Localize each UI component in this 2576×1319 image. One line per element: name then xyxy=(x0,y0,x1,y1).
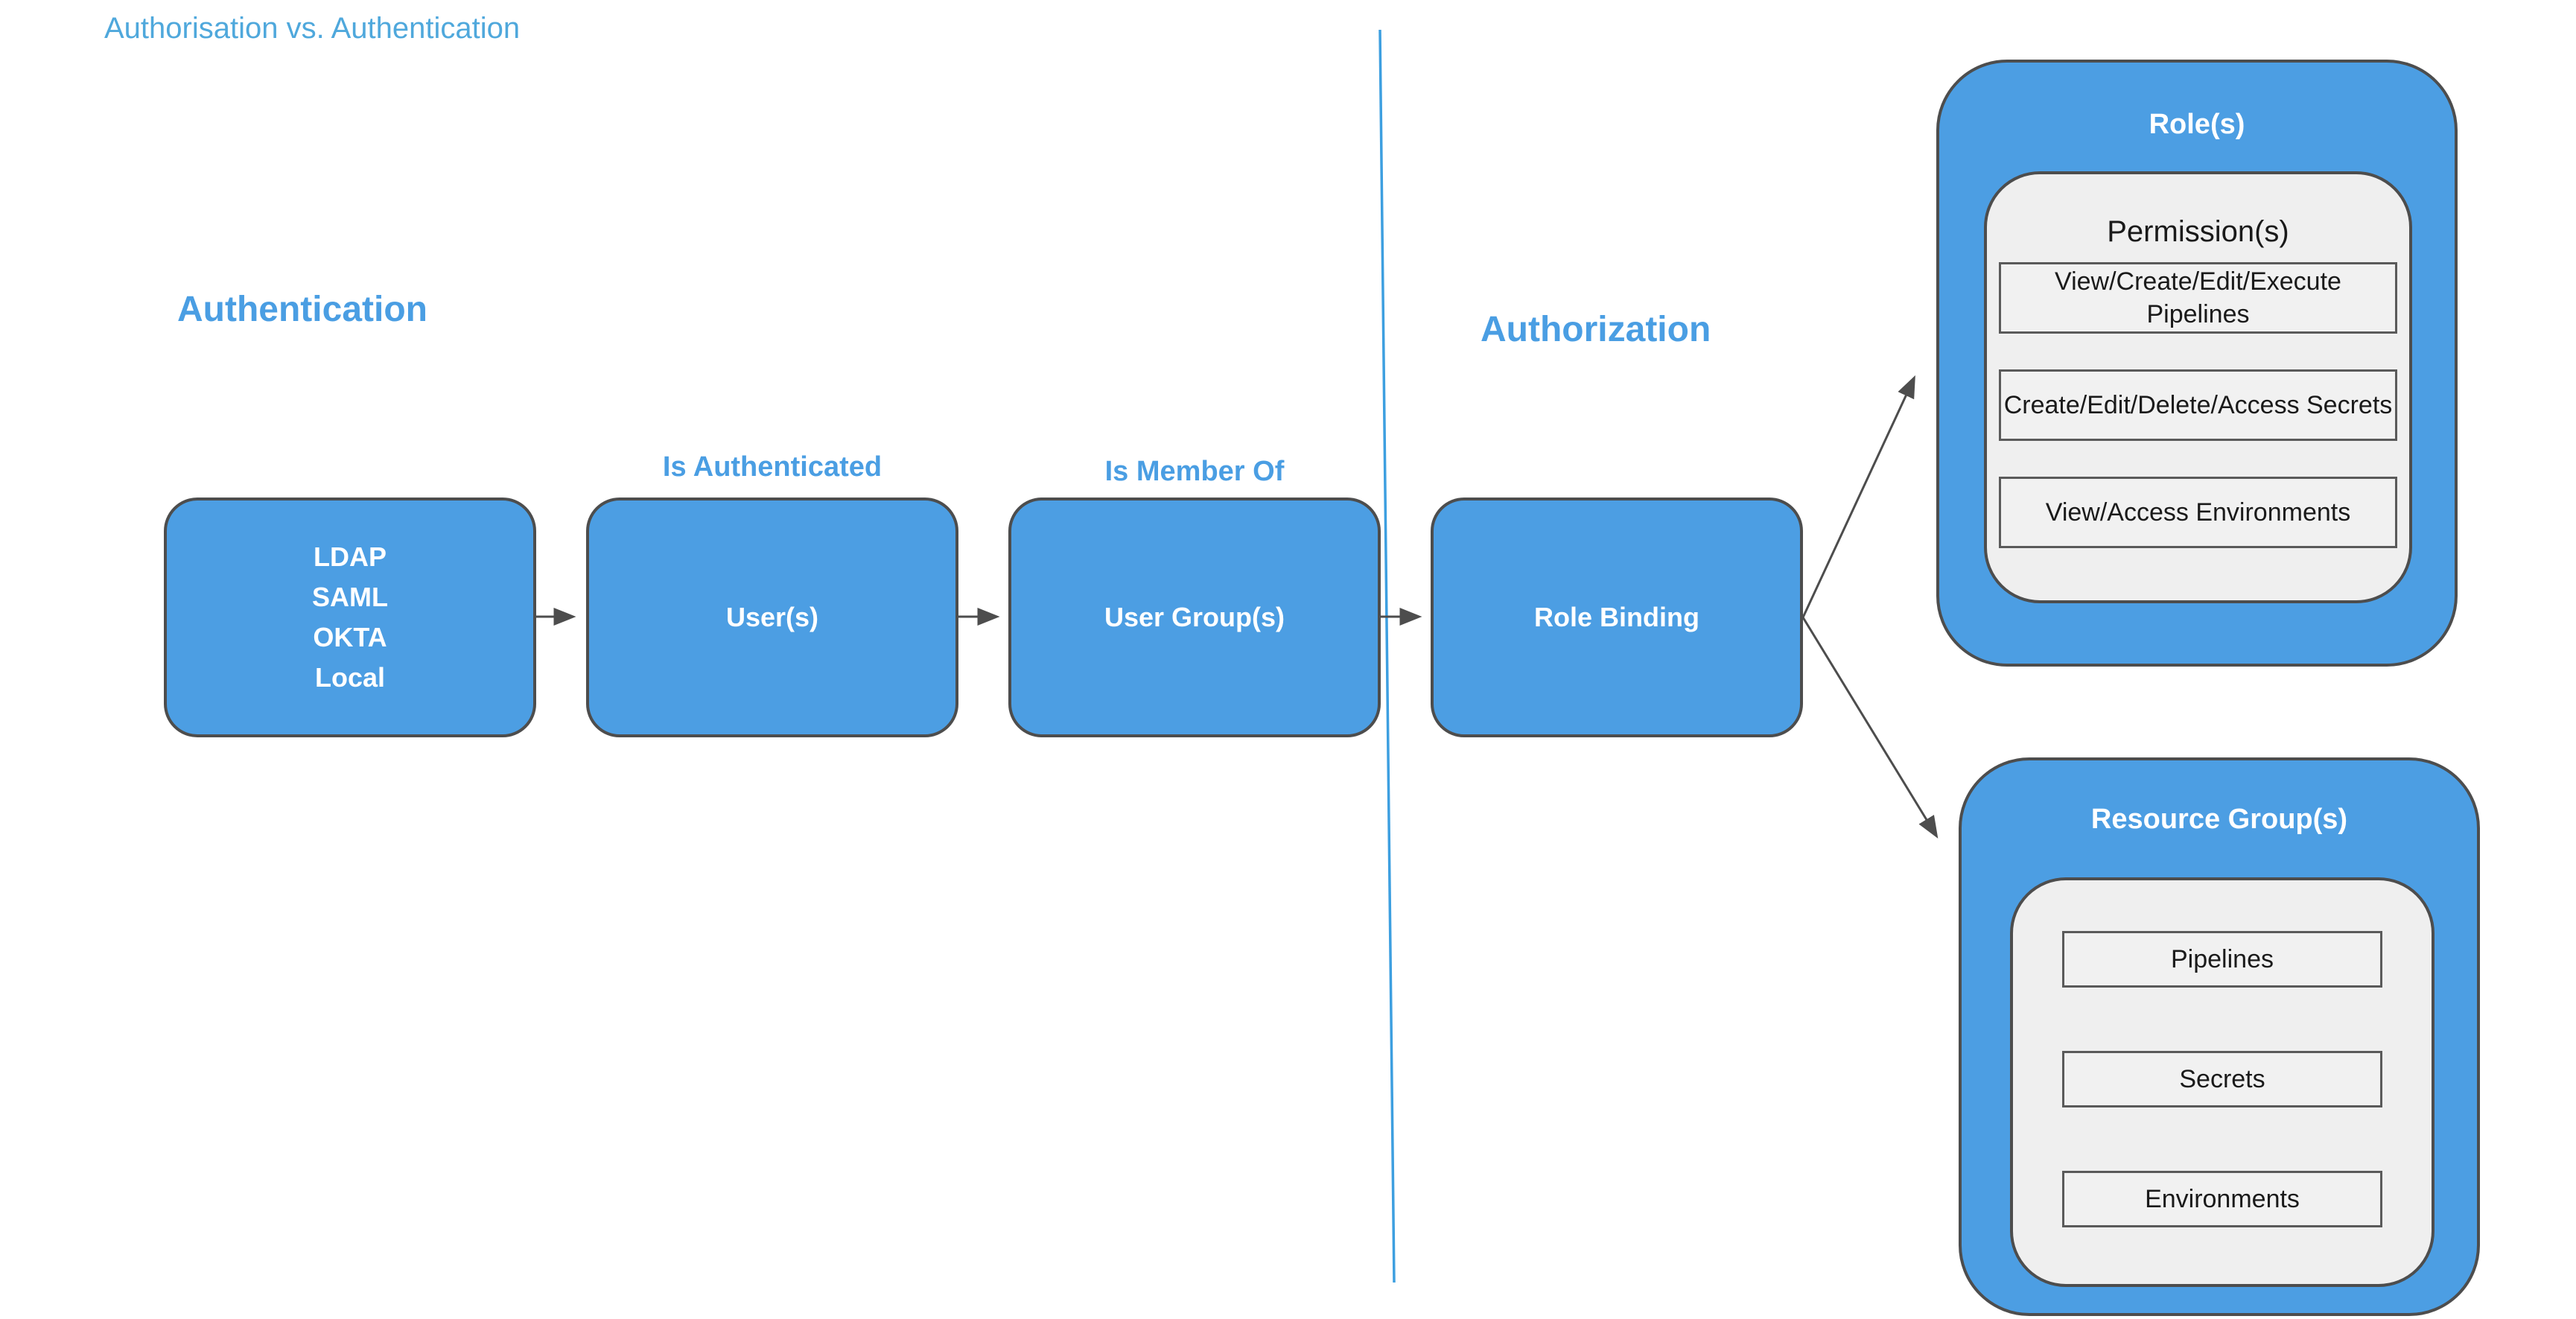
role-binding-box-label: Role Binding xyxy=(1534,602,1699,632)
idp-line-ldap: LDAP xyxy=(314,541,387,572)
permission-item-pipelines: View/Create/Edit/Execute Pipelines xyxy=(1999,262,2397,334)
users-box-label: User(s) xyxy=(725,602,819,632)
resources-panel: Pipelines Secrets Environments xyxy=(2010,877,2435,1287)
permissions-panel: Permission(s) View/Create/Edit/Execute P… xyxy=(1984,171,2412,603)
resource-item-secrets: Secrets xyxy=(2062,1051,2382,1107)
identity-providers-list: LDAP SAML OKTA Local xyxy=(312,537,388,698)
idp-line-local: Local xyxy=(314,662,386,693)
authentication-heading: Authentication xyxy=(177,290,427,329)
section-divider-line xyxy=(1378,29,1396,1283)
permissions-title: Permission(s) xyxy=(2107,215,2289,248)
role-binding-box: Role Binding xyxy=(1431,498,1803,737)
resource-groups-box-header: Resource Group(s) xyxy=(2090,804,2348,835)
resource-item-pipelines: Pipelines xyxy=(2062,931,2382,988)
roles-box-header: Role(s) xyxy=(2149,109,2245,140)
page-title: Authorisation vs. Authentication xyxy=(104,12,521,45)
user-groups-box-label: User Group(s) xyxy=(1104,602,1285,632)
resource-groups-box: Resource Group(s) Pipelines Secrets Envi… xyxy=(1959,757,2480,1316)
edge-label-is-member-of: Is Member Of xyxy=(1104,456,1285,487)
users-box: User(s) xyxy=(586,498,958,737)
permission-item-secrets: Create/Edit/Delete/Access Secrets xyxy=(1999,369,2397,441)
identity-providers-box: LDAP SAML OKTA Local xyxy=(164,498,536,737)
idp-line-okta: OKTA xyxy=(313,622,387,652)
arrow-binding-to-roles xyxy=(1801,375,1915,618)
arrow-binding-to-resource-groups xyxy=(1801,617,1939,839)
edge-label-is-authenticated: Is Authenticated xyxy=(662,451,882,483)
resource-item-environments: Environments xyxy=(2062,1171,2382,1227)
idp-line-saml: SAML xyxy=(312,582,388,612)
roles-box: Role(s) Permission(s) View/Create/Edit/E… xyxy=(1936,60,2458,667)
user-groups-box: User Group(s) xyxy=(1008,498,1381,737)
authorization-heading: Authorization xyxy=(1481,310,1711,349)
permission-item-environments: View/Access Environments xyxy=(1999,477,2397,548)
